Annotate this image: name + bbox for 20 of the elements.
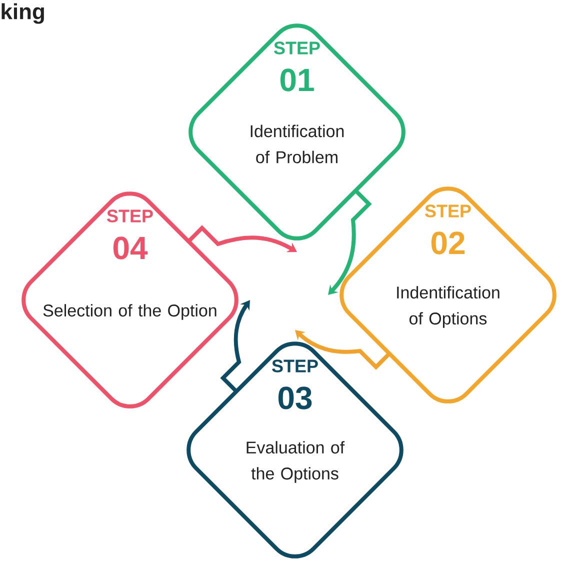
step-label: STEP (107, 210, 153, 222)
step-diamond (186, 342, 404, 558)
step-description: Evaluation of the Options (246, 441, 345, 483)
step-diamond (188, 24, 406, 240)
step-description: Selection of the Option (43, 304, 216, 320)
zigzag-arrow (295, 330, 390, 369)
step-label: STEP (425, 204, 471, 218)
step-label: STEP (272, 360, 318, 372)
title: king (2, 3, 44, 24)
step-diamond (340, 186, 556, 404)
zigzag-arrow (221, 300, 250, 392)
step-diamond (22, 192, 238, 408)
zigzag-arrow (328, 190, 371, 295)
step-number: 02 (431, 232, 464, 254)
step-label: STEP (274, 42, 320, 54)
step-description: Identification of Problem (250, 124, 344, 164)
step-number: 03 (278, 386, 312, 410)
step-number: 01 (280, 68, 314, 92)
step-number: 04 (113, 236, 148, 260)
step-description: Indentification of Options (397, 286, 500, 328)
